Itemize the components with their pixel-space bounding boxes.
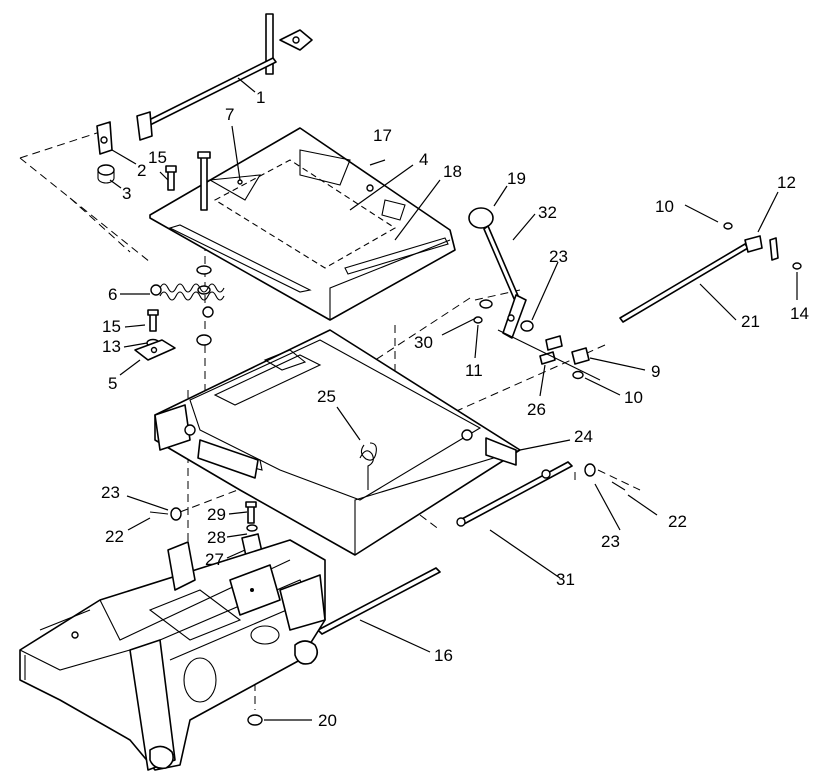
callout-25: 25 xyxy=(317,387,336,406)
callout-2: 2 xyxy=(137,161,146,180)
callout-10a: 10 xyxy=(655,197,674,216)
callout-23a: 23 xyxy=(549,247,568,266)
callout-24: 24 xyxy=(574,427,593,446)
callout-7: 7 xyxy=(225,105,234,124)
callout-16: 16 xyxy=(434,646,453,665)
latch-hardware xyxy=(241,501,263,557)
callout-20: 20 xyxy=(318,711,337,730)
control-rod-assembly xyxy=(96,13,313,184)
callout-26: 26 xyxy=(527,400,546,419)
callout-28: 28 xyxy=(207,528,226,547)
callout-18: 18 xyxy=(443,162,462,181)
callout-29: 29 xyxy=(207,505,226,524)
callout-23c: 23 xyxy=(601,532,620,551)
callout-27: 27 xyxy=(205,550,224,569)
callout-1: 1 xyxy=(256,88,265,107)
callout-15b: 15 xyxy=(102,317,121,336)
callout-labels: 1 2 3 4 5 6 7 9 10 10 11 12 13 14 15 15 … xyxy=(101,88,809,730)
callout-15a: 15 xyxy=(148,148,167,167)
callout-22a: 22 xyxy=(105,527,124,546)
callout-21: 21 xyxy=(741,312,760,331)
rod-16 xyxy=(317,567,441,635)
callout-6: 6 xyxy=(108,285,117,304)
callout-23b: 23 xyxy=(101,483,120,502)
callout-5: 5 xyxy=(108,374,117,393)
nut-20 xyxy=(247,714,263,726)
callout-10b: 10 xyxy=(624,388,643,407)
callout-13: 13 xyxy=(102,337,121,356)
callout-11: 11 xyxy=(465,361,483,380)
shift-lever xyxy=(468,207,527,339)
spring-anchor-hardware xyxy=(134,309,176,361)
pin-washer-left xyxy=(149,507,182,521)
pin-22-right xyxy=(611,481,626,491)
seat-frame xyxy=(154,329,521,556)
callout-19: 19 xyxy=(507,169,526,188)
callout-30: 30 xyxy=(414,333,433,352)
shift-rod xyxy=(619,222,802,323)
callout-12: 12 xyxy=(777,173,796,192)
callout-14: 14 xyxy=(790,304,809,323)
callout-22b: 22 xyxy=(668,512,687,531)
leader-lines xyxy=(109,77,798,721)
tension-spring xyxy=(150,283,225,318)
callout-31: 31 xyxy=(556,570,575,589)
seat-mount-plate xyxy=(149,127,456,321)
callout-9: 9 xyxy=(651,362,660,381)
callout-3: 3 xyxy=(122,184,131,203)
callout-32: 32 xyxy=(538,203,557,222)
hair-pin-25 xyxy=(360,442,377,461)
chassis-frame xyxy=(19,539,326,771)
callout-4: 4 xyxy=(419,150,428,169)
lever-hardware xyxy=(473,299,601,381)
rod-31 xyxy=(456,461,596,527)
callout-17: 17 xyxy=(373,126,392,145)
